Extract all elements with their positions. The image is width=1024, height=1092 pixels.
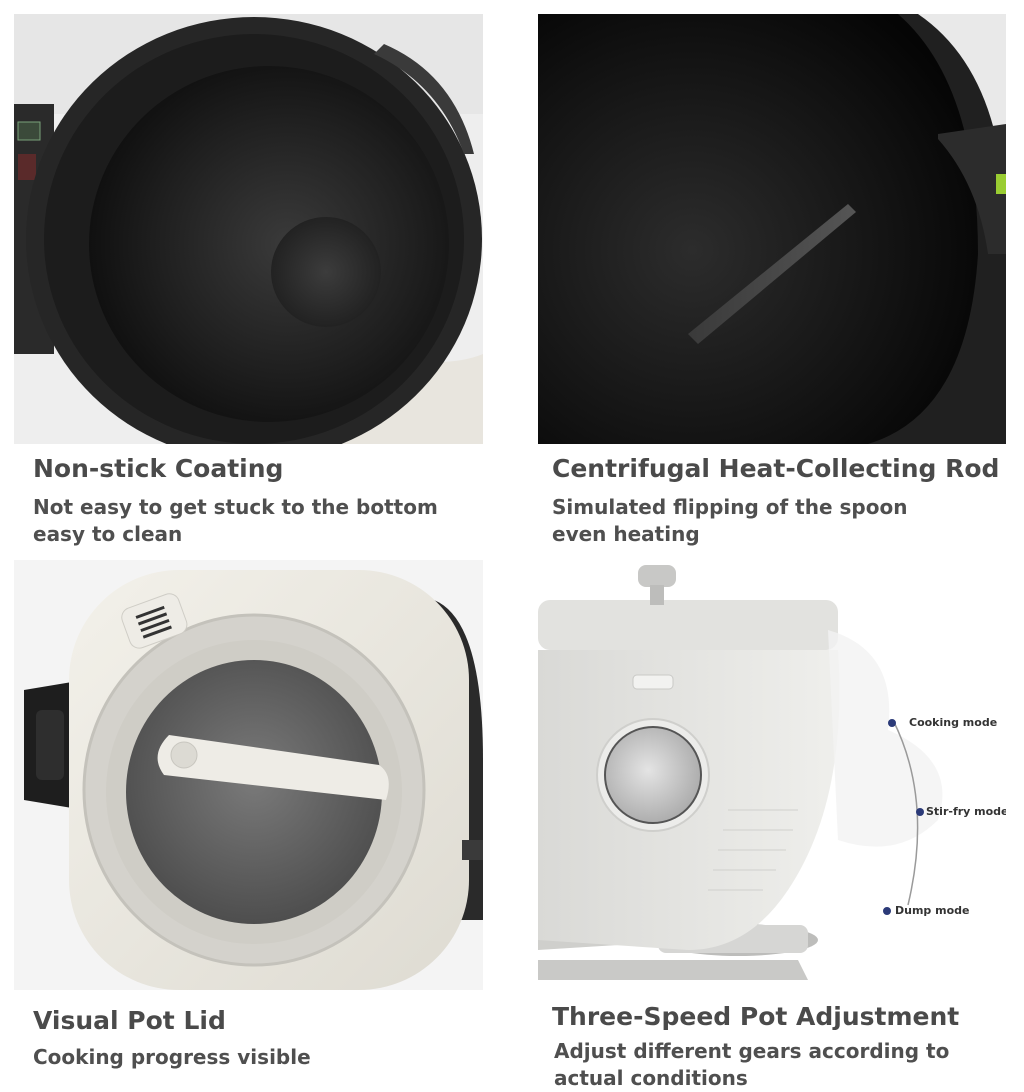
feature-desc-non-stick: Not easy to get stuck to the bottom easy…: [33, 494, 438, 548]
feature-desc-line: easy to clean: [33, 522, 183, 546]
mode-label-stir-fry: Stir-fry mode: [926, 805, 1006, 818]
feature-desc-visual-lid: Cooking progress visible: [33, 1044, 311, 1071]
dump-mode-dot: [883, 907, 891, 915]
non-stick-pot-illustration: [14, 14, 483, 444]
feature-desc-pot-adjustment: Adjust different gears according to actu…: [554, 1038, 949, 1092]
visual-lid-photo: [14, 560, 483, 990]
feature-desc-line: Not easy to get stuck to the bottom: [33, 495, 438, 519]
feature-desc-line: even heating: [552, 522, 700, 546]
mode-label-cooking: Cooking mode: [909, 716, 998, 729]
stir-fry-mode-dot: [916, 808, 924, 816]
feature-title-heat-rod: Centrifugal Heat-Collecting Rod: [552, 454, 1000, 483]
feature-desc-heat-rod: Simulated flipping of the spoon even hea…: [552, 494, 907, 548]
heat-rod-illustration: [538, 14, 1006, 444]
feature-desc-line: Simulated flipping of the spoon: [552, 495, 908, 519]
cooking-mode-dot: [888, 719, 896, 727]
feature-title-non-stick: Non-stick Coating: [33, 454, 284, 483]
feature-desc-line: actual conditions: [554, 1066, 748, 1090]
feature-title-visual-lid: Visual Pot Lid: [33, 1006, 226, 1035]
heat-rod-photo: [538, 14, 1006, 444]
pot-adjustment-photo: Cooking mode Stir-fry mode Dump mode: [538, 560, 1006, 990]
visual-lid-illustration: [14, 560, 483, 990]
feature-desc-line: Adjust different gears according to: [554, 1039, 950, 1063]
non-stick-pot-photo: [14, 14, 483, 444]
pot-adjustment-illustration: [538, 560, 1006, 990]
feature-title-pot-adjustment: Three-Speed Pot Adjustment: [552, 1002, 960, 1031]
feature-desc-line: Cooking progress visible: [33, 1045, 311, 1069]
mode-label-dump: Dump mode: [895, 904, 970, 917]
